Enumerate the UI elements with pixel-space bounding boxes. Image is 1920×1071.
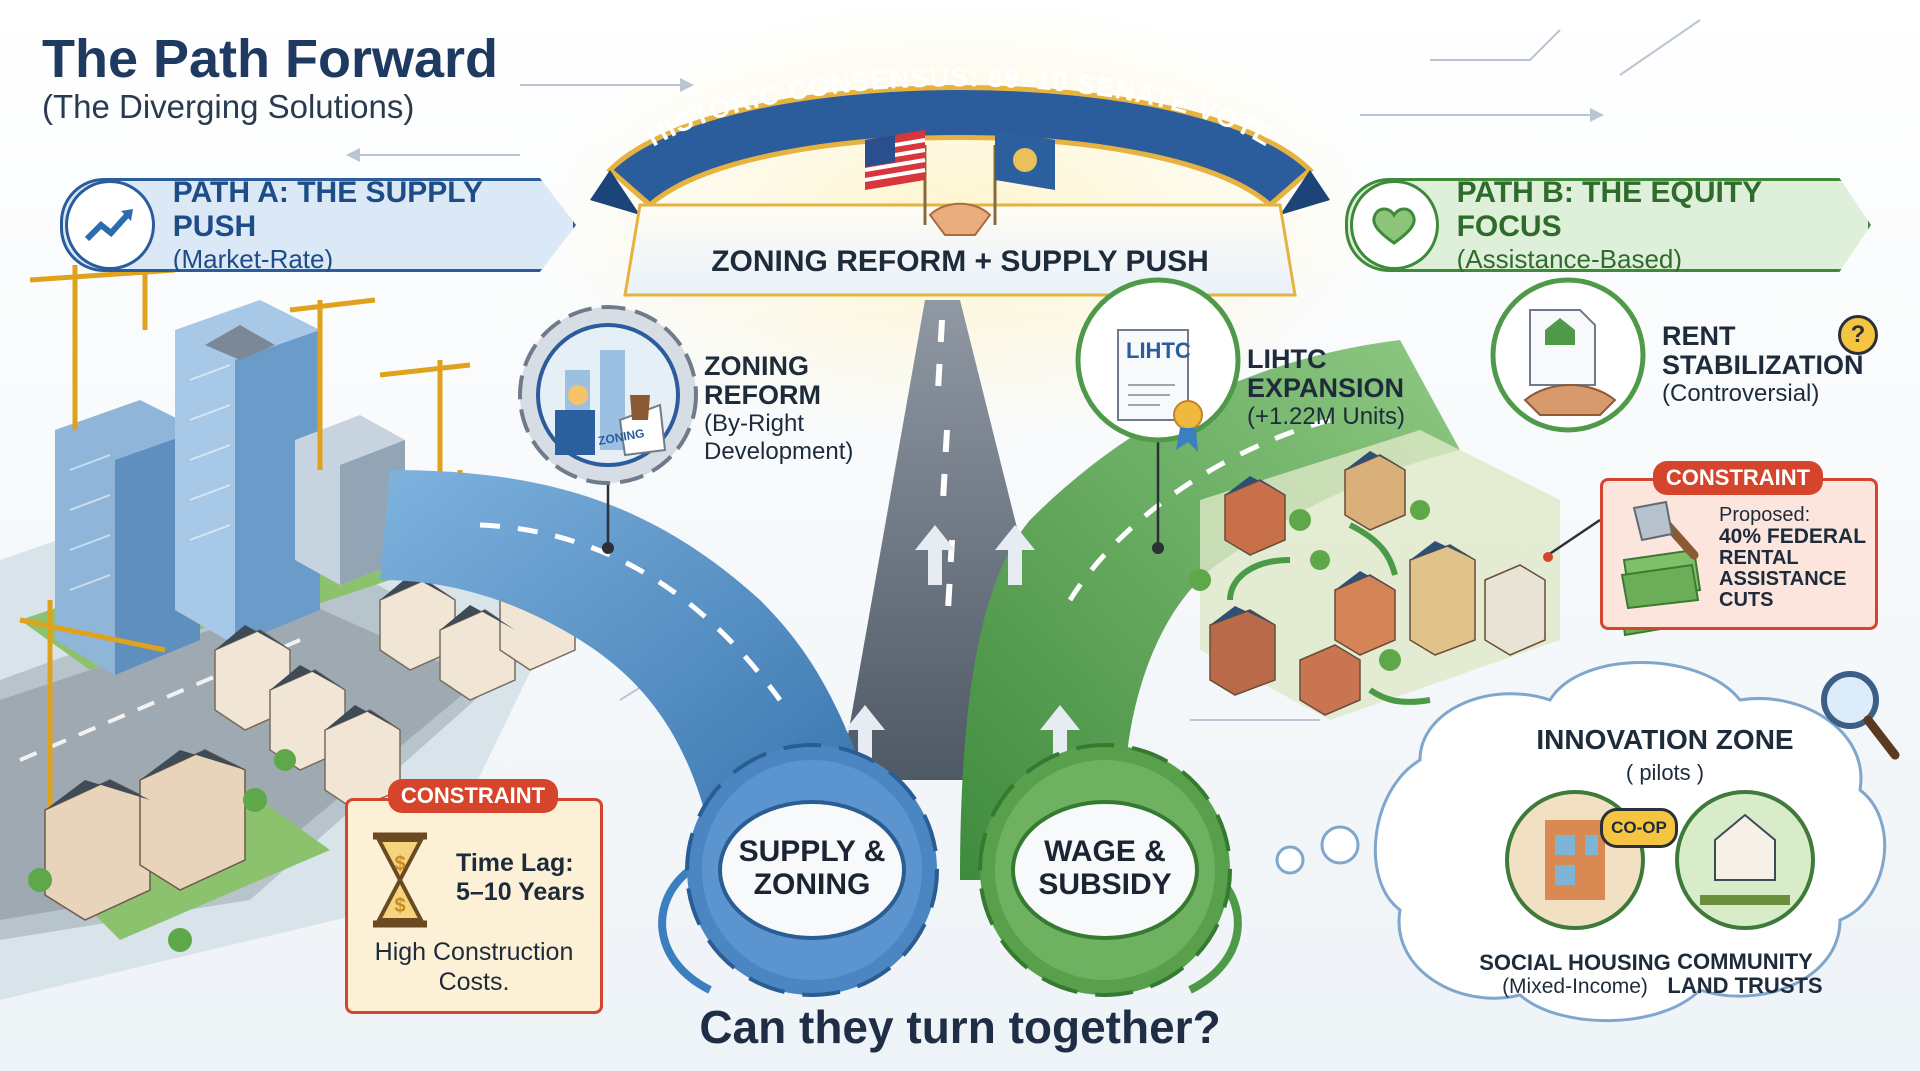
path-b-subtitle: (Assistance-Based): [1456, 243, 1683, 274]
rent-label: RENT STABILIZATION (Controversial): [1662, 321, 1864, 408]
gear-left-line1: SUPPLY &: [738, 835, 886, 868]
zoning-title-2: REFORM: [704, 380, 821, 411]
clt-line2: LAND TRUSTS: [1667, 973, 1823, 999]
social-line2: (Mixed-Income): [1502, 975, 1648, 999]
flags-icon: [864, 130, 1055, 225]
page-title: The Path Forward: [42, 29, 499, 89]
zoning-sub-1: (By-Right: [704, 410, 805, 438]
gear-left-line2: ZONING: [753, 868, 871, 901]
path-a-banner: PATH A: THE SUPPLY PUSH (Market-Rate): [60, 178, 576, 272]
constraint-a-line3: High Construction: [374, 938, 574, 966]
path-a-title: PATH A: THE SUPPLY PUSH: [172, 175, 483, 244]
hourglass-card-icon: $ $: [373, 832, 427, 928]
innovation-title: INNOVATION ZONE: [1536, 724, 1794, 755]
certificate-icon: [1075, 277, 1241, 452]
lihtc-sub: (+1.22M Units): [1247, 403, 1406, 431]
social-line1: SOCIAL HOUSING: [1479, 950, 1671, 975]
social-housing-label: SOCIAL HOUSING (Mixed-Income): [1435, 950, 1715, 999]
magnifier-icon: [1821, 671, 1900, 760]
constraint-b-line4: ASSISTANCE: [1719, 568, 1847, 591]
gear-right-label: WAGE & SUBSIDY: [1015, 835, 1195, 901]
axe-cash-icon: [1620, 500, 1702, 610]
heart-hands-icon: [1350, 180, 1439, 270]
path-b-banner: PATH B: THE EQUITY FOCUS (Assistance-Bas…: [1345, 178, 1871, 272]
rent-handshake-icon: [1490, 277, 1646, 433]
constraint-b-line1: Proposed:: [1719, 504, 1811, 526]
gear-left: [685, 743, 939, 997]
page-subtitle: (The Diverging Solutions): [42, 88, 415, 125]
question-mark-icon: ?: [1838, 315, 1878, 355]
gear-right-line1: WAGE &: [1044, 835, 1166, 868]
ribbon-label: HISTORIC CONSENSUS: 89–10 SENATE VOTE: [641, 62, 1277, 152]
zoning-reform-label: ZONING REFORM (By-Right Development): [704, 351, 854, 466]
zoning-title-1: ZONING: [704, 351, 809, 381]
ribbon-text: HISTORIC CONSENSUS: 89–10 SENATE VOTE: [641, 62, 1278, 152]
zoning-sub-2: Development): [704, 437, 854, 465]
lihtc-label: LIHTC EXPANSION (+1.22M Units): [1247, 344, 1406, 431]
constraint-a-line1: Time Lag:: [456, 849, 574, 877]
constraint-b-line5: CUTS: [1719, 589, 1774, 612]
handshake-icon: [928, 202, 992, 236]
path-a-subtitle: (Market-Rate): [172, 243, 334, 274]
constraint-a-line2: 5–10 Years: [456, 877, 585, 906]
zoning-gear-icon: [518, 305, 698, 485]
gear-right: [978, 743, 1232, 997]
constraint-a-line4: Costs.: [438, 968, 510, 996]
svg-text:HISTORIC CONSENSUS: 89–10 SENA: HISTORIC CONSENSUS: 89–10 SENATE VOTE: [641, 62, 1278, 152]
trend-up-icon: [65, 180, 155, 270]
clt-line1: COMMUNITY: [1677, 949, 1813, 974]
path-b-title: PATH B: THE EQUITY FOCUS: [1456, 175, 1762, 244]
coop-badge: CO-OP: [1600, 808, 1678, 848]
center-banner-label: ZONING REFORM + SUPPLY PUSH: [711, 245, 1209, 278]
rent-sub: (Controversial): [1662, 380, 1820, 408]
path-a-constraint-tag: CONSTRAINT: [388, 779, 558, 813]
rent-title-2: STABILIZATION: [1662, 350, 1864, 381]
green-neighborhood: [1189, 451, 1546, 716]
svg-text:$: $: [394, 853, 405, 875]
closing-question: Can they turn together?: [699, 1001, 1221, 1053]
rent-title-1: RENT: [1662, 321, 1736, 351]
townhouses: [44, 575, 576, 921]
innovation-sub: ( pilots ): [1625, 760, 1705, 785]
constraint-b-line3: RENTAL: [1719, 547, 1799, 570]
clt-label: COMMUNITY LAND TRUSTS: [1625, 949, 1865, 999]
gear-left-label: SUPPLY & ZONING: [722, 835, 902, 901]
constraint-b-line2: 40% FEDERAL: [1719, 525, 1867, 548]
path-b-constraint-tag: CONSTRAINT: [1653, 461, 1823, 495]
consensus-ribbon: [590, 85, 1330, 297]
lihtc-title-2: EXPANSION: [1247, 373, 1405, 404]
lihtc-badge: LIHTC: [1126, 338, 1191, 363]
lihtc-title-1: LIHTC: [1247, 344, 1327, 374]
svg-text:$: $: [394, 895, 405, 917]
gear-right-line2: SUBSIDY: [1038, 868, 1172, 901]
